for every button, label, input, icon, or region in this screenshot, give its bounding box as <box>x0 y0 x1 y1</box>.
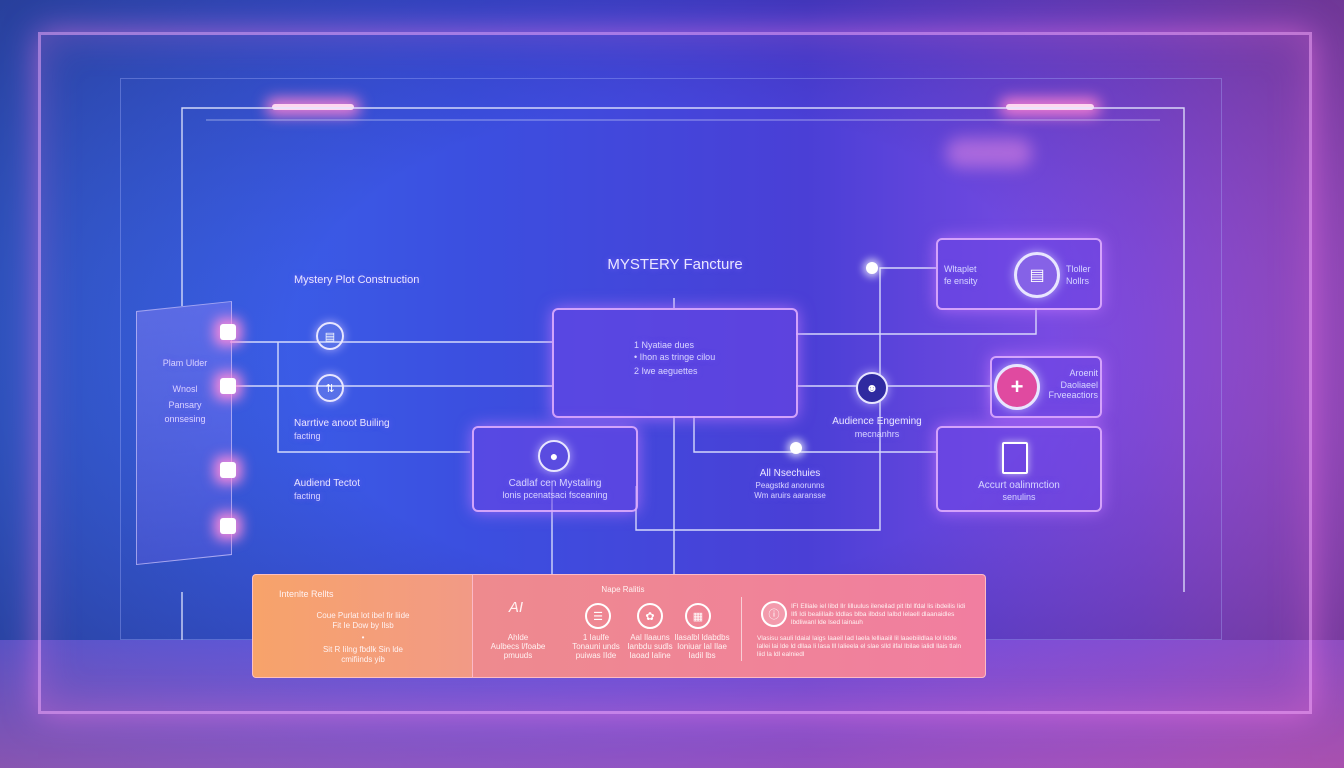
label-ai-mechanics-sub1: Peagstkd anorunns <box>755 481 825 490</box>
center-item-2: • Ihon as tringe cilou <box>634 352 716 362</box>
bottom-para-1: IFI Elliale iel Iibd Ilr Iilluulus ilene… <box>791 603 966 626</box>
bottom-left-line-5: cmifiinds yib <box>341 655 385 664</box>
right-mid-box[interactable]: + Aroenit Daoliaeel Frveeactiors <box>990 356 1102 418</box>
right-top-right-line-2: Nollrs <box>1066 276 1090 286</box>
center-process-box[interactable]: 1 Nyatiae dues • Ihon as tringe cilou 2 … <box>552 308 798 418</box>
ai-chip-icon: ⇅ <box>316 374 344 402</box>
right-bottom-box[interactable]: Accurt oalinmction senulins <box>936 426 1102 512</box>
right-mid-line-2: Daoliaeel <box>1060 380 1098 390</box>
col3-line-1: Aal Ilaauns <box>630 633 670 642</box>
left-source-panel <box>136 300 232 566</box>
right-top-right-line-1: Tloller <box>1066 264 1091 274</box>
bottom-left-line-2: Fit Ie Dow by Ilsb <box>332 621 394 630</box>
label-ai-mechanics-sub2: Wm aruirs aaransse <box>754 491 826 500</box>
node-square-3 <box>220 462 236 478</box>
ceiling-light-right <box>1006 104 1094 110</box>
right-top-left-line-2: fe ensity <box>944 276 978 286</box>
col2-line-1: 1 Iaulfe <box>582 633 610 642</box>
label-audience-engaging: Audience Engeming <box>832 416 922 427</box>
center-item-1: 1 Nyatiae dues <box>634 340 695 350</box>
right-top-box[interactable]: Wltaplet fe ensity ▤ Tloller Nollrs <box>936 238 1102 310</box>
brain-icon: ✿ <box>637 603 663 629</box>
right-bottom-line-2: senulins <box>1002 492 1036 502</box>
bottom-left-line-4: Sit R Iilng fbdlk Sin lde <box>322 645 404 654</box>
info-icon: ⓘ <box>761 601 787 627</box>
person-icon: ● <box>538 440 570 472</box>
node-square-4 <box>220 518 236 534</box>
node-square-1 <box>220 324 236 340</box>
right-top-left-line-1: Wltaplet <box>944 264 977 274</box>
left-panel-line-3: Pansary <box>168 400 202 410</box>
label-audience-tested-sub: facting <box>294 491 321 501</box>
ceiling-light-left <box>272 104 354 110</box>
col1-line-3: pmuuds <box>503 651 533 660</box>
left-panel-line-2: Wnosl <box>172 384 198 394</box>
bottom-left-line-3: • <box>361 633 365 642</box>
right-mid-line-1: Aroenit <box>1069 368 1098 378</box>
document-icon: ▤ <box>316 322 344 350</box>
col4-line-3: Iadil lbs <box>688 651 716 660</box>
dashboard-icon: ▦ <box>685 603 711 629</box>
plus-icon: + <box>994 364 1040 410</box>
diagram-title: MYSTERY Fancture <box>607 256 743 273</box>
col1-line-1: Ahlde <box>507 633 529 642</box>
ai-label: AI <box>508 599 524 616</box>
junction-dot-1 <box>866 262 878 274</box>
bottom-para-2: Vlasisu sauli Idaial laigs Iaaeil Iad Ia… <box>757 635 962 658</box>
chart-bars-icon: ☰ <box>585 603 611 629</box>
right-mid-line-3: Frveeactiors <box>1048 390 1098 400</box>
junction-dot-2 <box>790 442 802 454</box>
label-narrative-sub: facting <box>294 431 321 441</box>
label-narrative-building: Narrtive anoot Builing <box>294 418 390 429</box>
col3-line-2: Ianbdu sudls <box>627 642 673 651</box>
col4-line-2: Ioniuar lal Ilae <box>677 642 727 651</box>
label-mystery-plot: Mystery Plot Construction <box>294 274 420 286</box>
label-audience-tested: Audiend Tectot <box>294 478 360 489</box>
col2-line-3: puiwas IIde <box>575 651 617 660</box>
person-process-box[interactable]: ● Cadlaf cen Mystaling lonis pcenatsaci … <box>472 426 638 512</box>
bottom-right-title: Nape Ralitis <box>601 585 645 594</box>
person-box-line-1: Cadlaf cen Mystaling <box>508 478 602 489</box>
glow-pill <box>946 138 1032 168</box>
right-bottom-line-1: Accurt oalinmction <box>978 480 1060 491</box>
bottom-left-line-1: Coue Purlat lot ibel fir liide <box>316 611 410 620</box>
label-ai-mechanics: All Nsechuies <box>759 468 821 479</box>
col3-line-3: Iaoad Ialine <box>629 651 671 660</box>
bottom-results-panel-left: Intenlte Rellts Coue Purlat lot ibel fir… <box>252 574 474 678</box>
col2-line-2: Tonauni unds <box>572 642 620 651</box>
bottom-left-title: Intenlte Rellts <box>279 589 334 599</box>
left-panel-line-1: Plam Ulder <box>162 358 208 368</box>
bottom-divider <box>741 597 742 661</box>
col4-line-1: Ilasalbl ldabdbs <box>674 633 730 642</box>
center-item-3: 2 Iwe aeguettes <box>634 366 698 376</box>
node-square-2 <box>220 378 236 394</box>
checklist-icon <box>1002 442 1028 474</box>
left-panel-line-4: onnsesing <box>164 414 206 424</box>
person-box-line-2: lonis pcenatsaci fsceaning <box>502 490 608 500</box>
notes-icon: ▤ <box>1014 252 1060 298</box>
audience-person-icon: ☻ <box>856 372 888 404</box>
room-frame <box>38 32 1312 714</box>
bottom-results-panel-right: Nape Ralitis AI Ahlde Aulbecs l/foabe pm… <box>472 574 986 678</box>
label-audience-engaging-sub: mecnanhrs <box>854 429 900 439</box>
col1-line-2: Aulbecs l/foabe <box>490 642 546 651</box>
